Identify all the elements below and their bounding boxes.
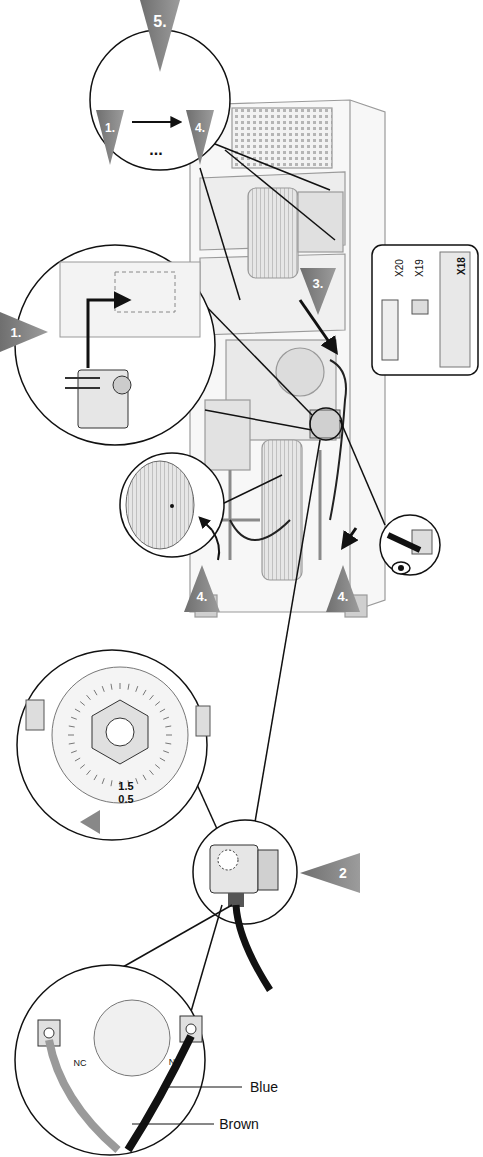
insert-arrow [343,528,356,547]
dial-tick [165,743,171,744]
dial-tick [80,702,85,706]
callout-triangle [0,0,360,893]
dial-tick [143,690,146,695]
dial-tick [160,758,165,761]
terminal-board [372,245,478,375]
dial-tick [102,686,104,692]
terminal-name: N [169,1058,176,1067]
sensor-cable [330,360,346,520]
callout-number: 4. [338,590,349,603]
callout-number: 1. [11,326,22,339]
dial-tick [80,765,85,769]
dial-tick [69,743,75,744]
terminal-name: NC [74,1059,87,1068]
dial-scale [68,683,172,787]
dial-tick [160,709,165,712]
dial-tick [94,690,97,695]
dial-tick [69,726,75,727]
dial-tick [155,702,160,706]
pipe [215,450,320,560]
dial-tick [163,717,169,719]
dial-tick [166,735,172,736]
dial-tick [87,695,91,700]
callout-number: 5. [153,14,166,30]
detail-circle [120,453,282,560]
appliance-housing [190,100,385,617]
dial-tick [155,765,160,769]
dial-tick [87,770,91,775]
callout-number: 1. [105,122,115,134]
dial-setting: 1.5 [118,781,133,792]
detail-circle [193,820,297,990]
dial-tick [75,709,80,712]
detail-circle [15,245,312,445]
connector-name: X18 [457,257,467,275]
dial-tick [128,684,129,690]
connector-name: X19 [415,259,425,277]
callout-number: 4. [195,122,205,134]
dial-tick [71,751,77,753]
dial-tick [68,735,74,736]
callout-number: 3. [313,277,324,290]
dial-setting: 0.5 [118,794,133,805]
wire-colour: Blue [250,1080,278,1094]
dial-tick [163,751,169,753]
dial-tick [165,726,171,727]
dial-tick [94,775,97,780]
continuation-mark: ... [149,142,162,158]
dial-tick [136,778,138,784]
dial-tick [102,778,104,784]
zoom-ring [310,408,342,440]
inspection-circle [340,420,440,575]
dial-tick [111,780,112,786]
dial-tick [150,770,154,775]
sensor-cable [230,520,290,540]
callout-number: 4. [197,590,208,603]
dial-tick [75,758,80,761]
wire-colour: Brown [219,1117,259,1131]
dial-tick [143,775,146,780]
dial-tick [136,686,138,692]
leader-line [255,440,320,822]
detail-circle [15,905,242,1155]
dial-tick [71,717,77,719]
dial-tick [150,695,154,700]
callout-number: 2 [339,866,347,880]
detail-circle [17,650,222,840]
actuator [310,410,340,438]
connector-name: X20 [395,259,405,277]
dial-tick [120,683,121,689]
dial-tick [111,684,112,690]
